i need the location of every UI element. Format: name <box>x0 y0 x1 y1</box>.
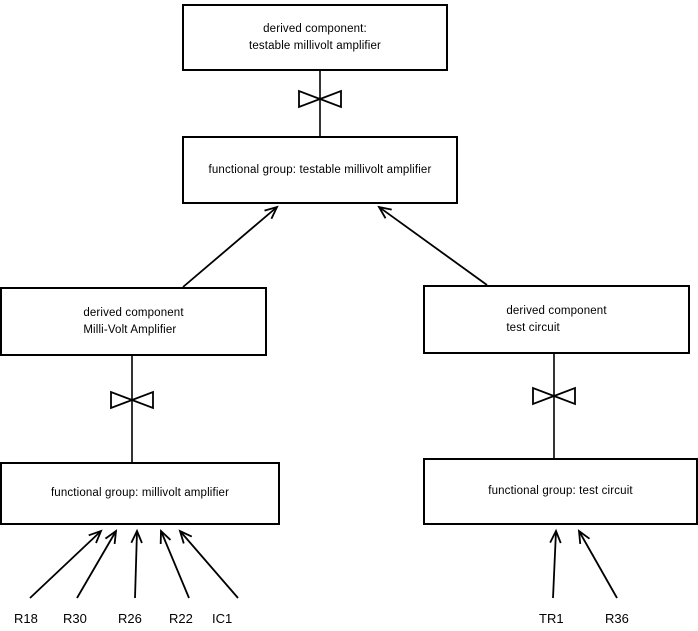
derived-component-milli-volt-amplifier[interactable]: derived component Milli-Volt Amplifier <box>0 287 267 356</box>
arrow-milli-volt-amplifier-to-testable-group-shaft <box>182 206 278 288</box>
arrow-r30-to-millivolt-group-shaft <box>76 530 117 599</box>
arrow-test-circuit-to-testable-group-head <box>377 205 392 219</box>
arrow-r18-to-millivolt-group-shaft <box>29 530 102 599</box>
arrow-ic1-to-millivolt-group-head <box>178 529 193 544</box>
realization-link-milli-volt-amplifier <box>110 356 154 462</box>
arrow-r26-to-millivolt-group-head <box>130 528 143 544</box>
realization-link-test-circuit <box>532 354 576 458</box>
realization-link-testable-amplifier-bowtie-right <box>317 89 342 109</box>
derived-component-milli-volt-amplifier-label: derived component Milli-Volt Amplifier <box>83 306 184 336</box>
leaf-label-r26: R26 <box>118 611 142 626</box>
arrow-r30-to-millivolt-group <box>76 529 118 599</box>
arrow-r30-to-millivolt-group-head <box>104 529 118 545</box>
leaf-label-tr1: TR1 <box>539 611 564 626</box>
leaf-label-r36: R36 <box>605 611 629 626</box>
arrow-tr1-to-test-circuit-group-shaft <box>552 530 557 599</box>
arrow-r26-to-millivolt-group <box>130 528 143 599</box>
arrow-r18-to-millivolt-group-head <box>88 529 103 544</box>
arrow-r26-to-millivolt-group-shaft <box>134 530 138 599</box>
arrow-r36-to-test-circuit-group <box>577 529 618 599</box>
functional-group-test-circuit[interactable]: functional group: test circuit <box>423 458 698 525</box>
arrow-r18-to-millivolt-group <box>29 529 103 599</box>
derived-component-test-circuit-label: derived component test circuit <box>506 304 607 334</box>
arrow-r22-to-millivolt-group <box>159 528 190 599</box>
functional-group-testable-millivolt-amplifier-label: functional group: testable millivolt amp… <box>208 163 432 176</box>
leaf-label-r18: R18 <box>14 611 38 626</box>
realization-link-test-circuit-bowtie-left <box>532 386 557 406</box>
arrow-r36-to-test-circuit-group-head <box>577 529 591 545</box>
arrow-r36-to-test-circuit-group-shaft <box>578 530 618 599</box>
realization-link-test-circuit-bowtie-right <box>551 386 576 406</box>
functional-group-millivolt-amplifier[interactable]: functional group: millivolt amplifier <box>0 462 280 525</box>
leaf-label-r30: R30 <box>63 611 87 626</box>
realization-link-testable-amplifier-bowtie-left <box>298 89 323 109</box>
derived-component-test-circuit[interactable]: derived component test circuit <box>423 285 690 354</box>
functional-group-testable-millivolt-amplifier[interactable]: functional group: testable millivolt amp… <box>182 136 458 204</box>
arrow-tr1-to-test-circuit-group <box>549 528 562 599</box>
derived-component-testable-millivolt-amplifier-label: derived component: testable millivolt am… <box>248 22 382 52</box>
leaf-label-ic1: IC1 <box>212 611 233 626</box>
arrow-r22-to-millivolt-group-shaft <box>160 530 190 599</box>
realization-link-milli-volt-amplifier-bowtie-left <box>110 390 135 410</box>
arrow-test-circuit-to-testable-group-shaft <box>378 206 488 286</box>
leaf-label-r22: R22 <box>169 611 193 626</box>
functional-group-millivolt-amplifier-label: functional group: millivolt amplifier <box>50 487 230 500</box>
arrow-milli-volt-amplifier-to-testable-group-head <box>264 205 279 220</box>
arrow-ic1-to-millivolt-group-shaft <box>179 530 239 599</box>
derived-component-testable-millivolt-amplifier[interactable]: derived component: testable millivolt am… <box>182 4 448 71</box>
arrow-ic1-to-millivolt-group <box>178 529 239 599</box>
arrow-r22-to-millivolt-group-head <box>159 528 172 545</box>
functional-group-test-circuit-label: functional group: test circuit <box>488 485 633 498</box>
arrow-milli-volt-amplifier-to-testable-group <box>182 205 279 288</box>
arrow-tr1-to-test-circuit-group-head <box>549 528 562 544</box>
realization-link-testable-amplifier <box>298 71 342 136</box>
arrow-test-circuit-to-testable-group <box>377 205 488 286</box>
realization-link-milli-volt-amplifier-bowtie-right <box>129 390 154 410</box>
